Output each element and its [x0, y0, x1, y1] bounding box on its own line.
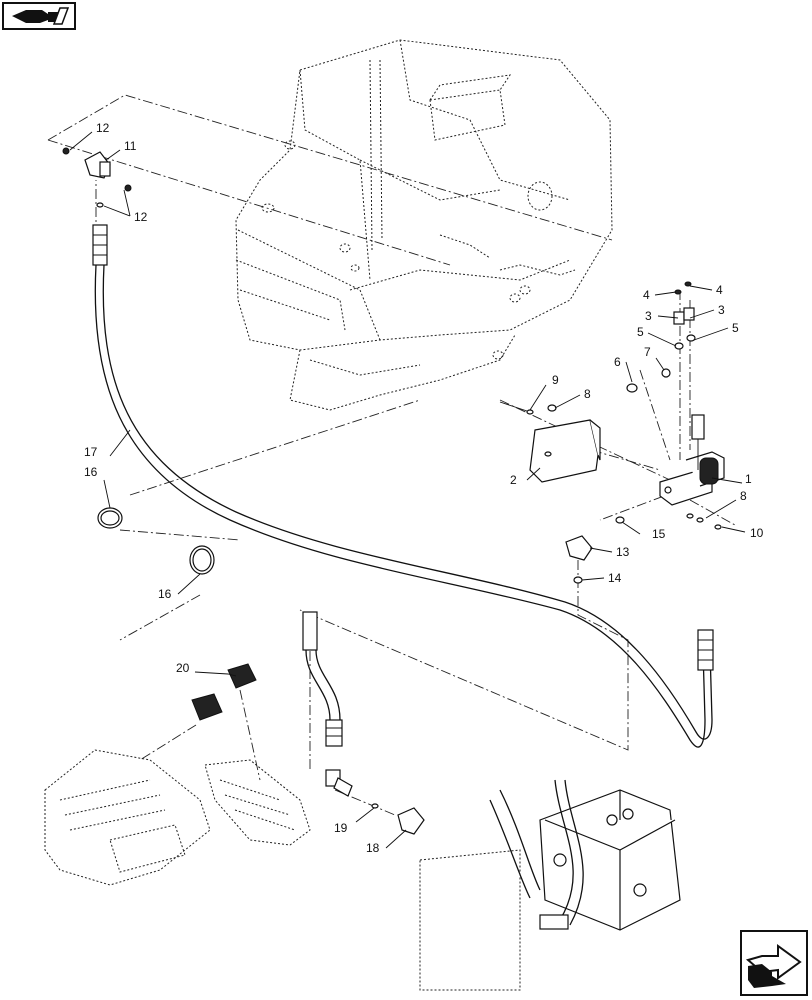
control-valve-block	[419, 779, 681, 991]
elbow-fitting-group	[62, 147, 132, 208]
rocker-switches	[191, 663, 257, 721]
callout-4-left: 4	[643, 288, 650, 302]
callout-3-right: 3	[718, 303, 725, 317]
callout-18: 18	[366, 841, 380, 855]
hose-clamps	[97, 507, 215, 575]
callout-7: 7	[644, 345, 651, 359]
previous-page-button[interactable]	[2, 2, 76, 30]
callout-17: 17	[84, 445, 98, 459]
callout-leader-lines	[69, 131, 746, 849]
callout-4-right: 4	[716, 283, 723, 297]
solenoid-valve-assembly	[499, 281, 725, 584]
hand-pointing-left-icon	[12, 7, 70, 25]
callout-8-upper: 8	[584, 387, 591, 401]
callout-12-lower: 12	[134, 210, 148, 224]
callout-3-left: 3	[645, 309, 652, 323]
next-page-button[interactable]	[740, 930, 808, 996]
callout-6: 6	[614, 355, 621, 369]
machine-frame-phantom	[235, 39, 613, 411]
elbow-fitting-18	[371, 803, 425, 835]
callout-5-right: 5	[732, 321, 739, 335]
callout-8-lower: 8	[740, 489, 747, 503]
callout-10: 10	[750, 526, 764, 540]
callout-13: 13	[616, 545, 630, 559]
callout-2: 2	[510, 473, 517, 487]
callout-15: 15	[652, 527, 666, 541]
callout-1: 1	[745, 472, 752, 486]
hand-pointing-right-icon	[745, 944, 802, 988]
console-panels	[44, 749, 311, 886]
callout-14: 14	[608, 571, 622, 585]
assembly-center-lines	[47, 94, 736, 816]
callout-16-lower: 16	[158, 587, 172, 601]
callout-11: 11	[124, 139, 137, 153]
callout-5-left: 5	[637, 325, 644, 339]
secondary-hydraulic-hose	[302, 611, 353, 797]
callout-labels: 1 2 3 3 4 4 5 5 6 7 8 8 9 10 11 12 12 13…	[84, 121, 764, 855]
callout-19: 19	[334, 821, 348, 835]
callout-12-upper: 12	[96, 121, 110, 135]
callout-9: 9	[552, 373, 559, 387]
callout-20: 20	[176, 661, 190, 675]
callout-16-upper: 16	[84, 465, 98, 479]
main-hydraulic-hose	[92, 224, 714, 748]
